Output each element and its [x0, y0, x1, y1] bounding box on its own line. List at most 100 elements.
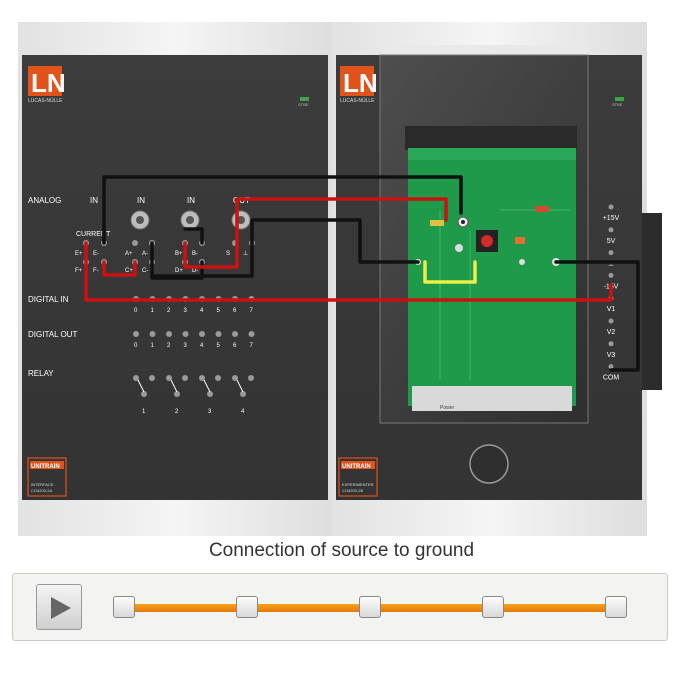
potentiometer[interactable] — [476, 230, 498, 252]
step-marker[interactable] — [482, 596, 504, 618]
relay-contact — [236, 379, 244, 393]
digital-jack-label: 1 — [151, 343, 155, 349]
digital-jack[interactable] — [215, 331, 222, 337]
jack-label-a-plus: A+ — [125, 251, 133, 257]
relay-number: 3 — [208, 409, 212, 415]
wire-black-current[interactable] — [102, 175, 463, 245]
rail-label: COM — [603, 375, 620, 382]
digital-out-label: DIGITAL OUT — [28, 330, 77, 339]
digital-jack-label: 5 — [217, 343, 221, 349]
experimenter-module: LN LUCAS-NÜLLE STBE Power — [332, 22, 662, 536]
step-marker[interactable] — [605, 596, 627, 618]
wire-black-out-card[interactable] — [250, 218, 420, 264]
power-led — [300, 97, 309, 101]
relay-jack[interactable] — [240, 391, 246, 397]
socket[interactable] — [519, 259, 525, 265]
relay-jack[interactable] — [182, 375, 188, 381]
relay-jack[interactable] — [141, 391, 147, 397]
relay-jack[interactable] — [133, 375, 139, 381]
card-label: Power — [440, 405, 455, 411]
digital-jack-label: 7 — [250, 308, 254, 314]
resistor — [535, 206, 549, 212]
relay-number: 4 — [241, 409, 245, 415]
relay-jack[interactable] — [232, 375, 238, 381]
step-marker[interactable] — [359, 596, 381, 618]
digital-jack[interactable] — [149, 331, 156, 337]
led-label: STBE — [298, 102, 309, 107]
wire-red-b-out[interactable] — [183, 197, 448, 269]
badge-title: UNITRAIN — [31, 464, 60, 470]
digital-jack[interactable] — [248, 331, 255, 337]
digital-jack-label: 6 — [233, 308, 237, 314]
lucas-nuelle-logo: LN LUCAS-NÜLLE — [28, 66, 66, 104]
rail-jack[interactable] — [608, 318, 614, 324]
relay-label: RELAY — [28, 369, 54, 378]
badge-line2: CO4203-2B — [342, 488, 363, 493]
bnc-out[interactable] — [231, 210, 251, 230]
unitrain-badge-experimenter: UNITRAIN EXPERIMENTER CO4203-2B — [338, 457, 378, 497]
wire-black-b-loop[interactable] — [183, 227, 204, 245]
rail-jack[interactable] — [608, 341, 614, 347]
relay-jack[interactable] — [207, 391, 213, 397]
relay-contact — [137, 379, 145, 393]
step-marker[interactable] — [113, 596, 135, 618]
digital-jack[interactable] — [166, 331, 172, 337]
playback-bar — [12, 573, 668, 641]
relay-switches: 1 2 3 4 — [133, 375, 254, 415]
wire-black-c-d[interactable] — [150, 241, 204, 280]
rail-label: +15V — [603, 215, 620, 222]
relay-jack[interactable] — [248, 375, 254, 381]
relay-number: 2 — [175, 409, 179, 415]
digital-jack[interactable] — [133, 331, 139, 337]
home-button[interactable] — [469, 444, 509, 484]
bnc-in1[interactable] — [130, 210, 150, 230]
play-icon — [51, 597, 71, 619]
wire-red-a-loop[interactable] — [102, 260, 137, 277]
wire-red-current-return[interactable] — [84, 241, 613, 302]
jack[interactable] — [132, 240, 138, 246]
experiment-card: Power — [408, 148, 576, 411]
logo-text: LN — [343, 68, 378, 98]
resistor — [430, 220, 444, 226]
digital-jack-label: 5 — [217, 308, 221, 314]
bnc-in2[interactable] — [180, 210, 200, 230]
logo-brand: LUCAS-NÜLLE — [28, 97, 63, 104]
rail-jack[interactable] — [608, 227, 614, 233]
digital-jack-label: 0 — [134, 308, 138, 314]
digital-jack-label: 0 — [134, 343, 138, 349]
jack-label-d-minus: D- — [192, 268, 198, 274]
play-button[interactable] — [36, 584, 82, 630]
wire-yellow-card[interactable] — [423, 260, 477, 284]
rail-jack[interactable] — [608, 272, 614, 278]
badge-line1: INTERFACE — [31, 482, 54, 487]
digital-jack[interactable] — [232, 331, 238, 337]
led-label: STBE — [612, 102, 623, 107]
badge-line2: CO4203-2A — [31, 488, 52, 493]
rail-label: 5V — [607, 238, 616, 245]
jack-label-a-minus: A- — [142, 251, 148, 257]
rail-jack[interactable] — [608, 204, 614, 210]
analog-in2-label: IN — [187, 196, 195, 205]
rail-label: V1 — [607, 306, 616, 313]
relay-jack[interactable] — [215, 375, 221, 381]
digital-jack[interactable] — [182, 331, 189, 337]
socket[interactable] — [455, 244, 463, 252]
wire-black-out-gnd[interactable] — [150, 241, 254, 278]
step-marker[interactable] — [236, 596, 258, 618]
relay-jack[interactable] — [166, 375, 172, 381]
badge-title: UNITRAIN — [342, 464, 371, 470]
pcb — [408, 148, 576, 406]
wire-black-com[interactable] — [554, 260, 640, 372]
digital-jack-label: 4 — [200, 308, 204, 314]
jack-label-c-plus: C+ — [125, 268, 133, 274]
rail-jack[interactable] — [608, 364, 614, 370]
digital-jack[interactable] — [199, 331, 205, 337]
relay-jack[interactable] — [174, 391, 180, 397]
rail-jack[interactable] — [608, 250, 614, 256]
relay-jack[interactable] — [149, 375, 155, 381]
digital-jack-label: 3 — [184, 343, 188, 349]
relay-jack[interactable] — [199, 375, 205, 381]
jack-label-e-plus: E+ — [75, 251, 83, 257]
relay-number: 1 — [142, 409, 146, 415]
relay-contact — [203, 379, 211, 393]
